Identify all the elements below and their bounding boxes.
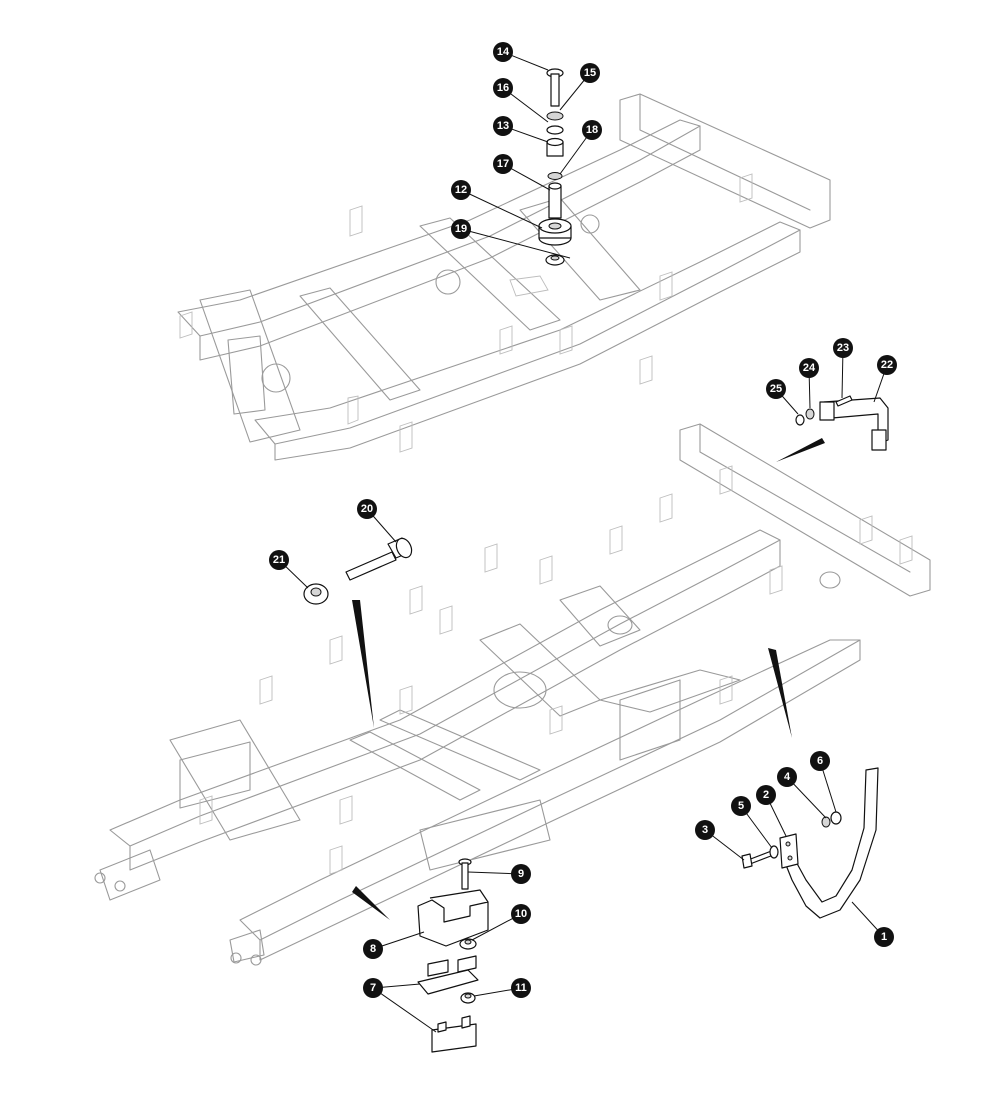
mount-rubber-part-12 bbox=[538, 218, 572, 246]
callout-19: 19 bbox=[451, 219, 471, 239]
svg-text:22: 22 bbox=[881, 359, 893, 371]
pointer-wedge-upper-right bbox=[776, 438, 825, 462]
washer-part-5 bbox=[769, 845, 779, 859]
svg-text:19: 19 bbox=[455, 223, 467, 235]
upper-chassis-frame bbox=[177, 93, 831, 461]
svg-text:1: 1 bbox=[881, 931, 887, 943]
svg-text:2: 2 bbox=[763, 789, 769, 801]
svg-text:23: 23 bbox=[837, 342, 849, 354]
svg-text:25: 25 bbox=[770, 383, 782, 395]
svg-text:10: 10 bbox=[515, 908, 527, 920]
callout-11: 11 bbox=[511, 978, 531, 998]
svg-text:17: 17 bbox=[497, 158, 509, 170]
svg-text:20: 20 bbox=[361, 503, 373, 515]
svg-text:11: 11 bbox=[515, 982, 527, 994]
pointer-wedge-mount bbox=[352, 886, 390, 920]
bracket-part-8 bbox=[417, 889, 489, 947]
svg-text:5: 5 bbox=[738, 800, 744, 812]
callout-10: 10 bbox=[511, 904, 531, 924]
callout-23: 23 bbox=[833, 338, 853, 358]
callout-5: 5 bbox=[731, 796, 751, 816]
callout-8: 8 bbox=[363, 939, 383, 959]
nut-part-25 bbox=[795, 414, 805, 426]
callout-4: 4 bbox=[777, 767, 797, 787]
bolt-part-20 bbox=[345, 537, 413, 581]
svg-text:16: 16 bbox=[497, 82, 509, 94]
callout-17: 17 bbox=[493, 154, 513, 174]
svg-text:12: 12 bbox=[455, 184, 467, 196]
nut-part-11 bbox=[460, 992, 476, 1004]
bolt-part-14 bbox=[546, 68, 564, 107]
callout-16: 16 bbox=[493, 78, 513, 98]
plate-part-2 bbox=[779, 833, 799, 869]
plate-part-7-upper bbox=[417, 955, 479, 995]
callout-1: 1 bbox=[874, 927, 894, 947]
svg-text:4: 4 bbox=[784, 771, 791, 783]
callout-13: 13 bbox=[493, 116, 513, 136]
svg-text:13: 13 bbox=[497, 120, 509, 132]
callout-3: 3 bbox=[695, 820, 715, 840]
callout-20: 20 bbox=[357, 499, 377, 519]
callout-21: 21 bbox=[269, 550, 289, 570]
callout-25: 25 bbox=[766, 379, 786, 399]
svg-text:3: 3 bbox=[702, 824, 708, 836]
callout-14: 14 bbox=[493, 42, 513, 62]
svg-text:14: 14 bbox=[497, 46, 510, 58]
svg-text:21: 21 bbox=[273, 554, 285, 566]
bracket-part-22 bbox=[819, 397, 889, 451]
strap-part-1 bbox=[783, 767, 879, 919]
nut-part-21 bbox=[303, 583, 329, 605]
pointer-wedge-strap bbox=[768, 648, 792, 738]
washer-part-18 bbox=[547, 172, 563, 180]
callout-7: 7 bbox=[363, 978, 383, 998]
nut-part-19 bbox=[545, 254, 565, 266]
svg-text:15: 15 bbox=[584, 67, 596, 79]
svg-text:6: 6 bbox=[817, 755, 823, 767]
washer-part-15 bbox=[546, 111, 564, 121]
callout-22: 22 bbox=[877, 355, 897, 375]
callout-9: 9 bbox=[511, 864, 531, 884]
plate-part-7-lower bbox=[431, 1015, 477, 1053]
washer-part-24 bbox=[805, 408, 815, 420]
spacer-part-17 bbox=[548, 182, 562, 219]
bush-part-13 bbox=[546, 137, 564, 157]
body-mount-stack bbox=[538, 68, 572, 266]
callout-24: 24 bbox=[799, 358, 819, 378]
svg-text:7: 7 bbox=[370, 982, 376, 994]
pointer-wedges bbox=[352, 438, 825, 920]
svg-text:8: 8 bbox=[370, 943, 376, 955]
svg-text:18: 18 bbox=[586, 124, 598, 136]
washer-part-16 bbox=[546, 125, 564, 135]
lower-chassis-frame bbox=[94, 423, 931, 966]
pointer-wedge-bolt-20 bbox=[352, 600, 374, 728]
bolt-part-9 bbox=[458, 858, 472, 890]
bolt-part-23 bbox=[835, 395, 853, 407]
bush-part-10 bbox=[459, 938, 477, 950]
washer-part-4 bbox=[821, 816, 831, 828]
callout-6: 6 bbox=[810, 751, 830, 771]
callout-15: 15 bbox=[580, 63, 600, 83]
callout-badges: 1 2 3 4 5 6 7 8 9 10 11 12 13 14 15 16 1… bbox=[269, 42, 897, 998]
svg-text:9: 9 bbox=[518, 868, 524, 880]
nut-part-6 bbox=[830, 811, 842, 825]
svg-text:24: 24 bbox=[803, 362, 816, 374]
callout-2: 2 bbox=[756, 785, 776, 805]
callout-12: 12 bbox=[451, 180, 471, 200]
callout-18: 18 bbox=[582, 120, 602, 140]
